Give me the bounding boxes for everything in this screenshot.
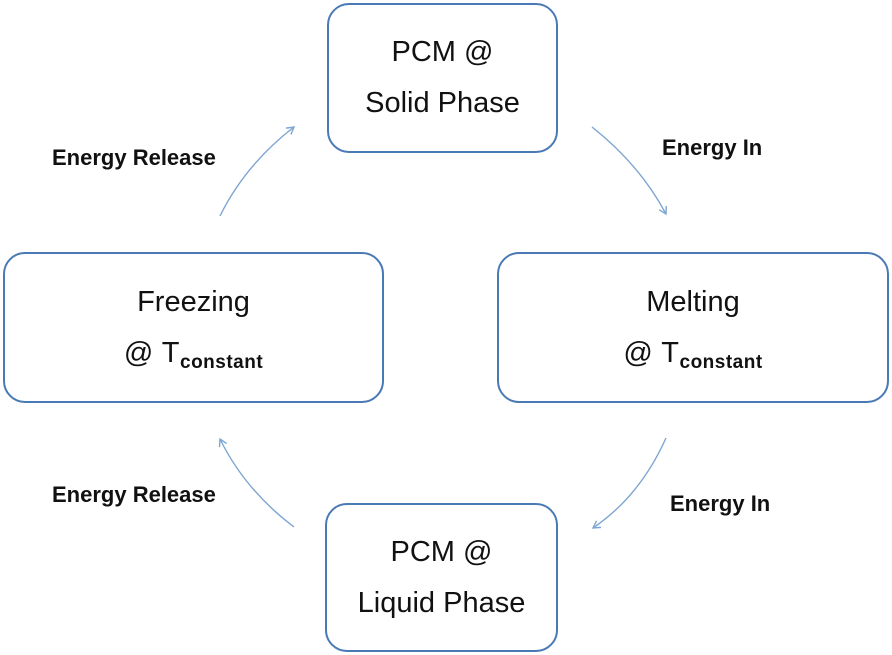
node-liquid-line2: Liquid Phase — [357, 586, 526, 619]
node-solid-line2: Solid Phase — [365, 87, 520, 119]
node-freeze-temp-subscript: constant — [180, 351, 264, 373]
node-freezing: Freezing @ Tconstant — [3, 252, 384, 403]
label-energy-in-top: Energy In — [662, 135, 763, 160]
node-freeze-temperature: @ Tconstant — [123, 336, 263, 372]
node-melt-temperature: @ Tconstant — [623, 336, 762, 372]
label-energy-release-top: Energy Release — [52, 145, 216, 170]
node-melt-line1: Melting — [646, 285, 740, 318]
node-melting: Melting @ Tconstant — [497, 252, 889, 403]
node-melt-temp-prefix: @ T — [623, 336, 680, 369]
node-pcm-solid-phase: PCM @ Solid Phase — [327, 3, 558, 153]
arrow-liquid-to-freezing — [218, 437, 295, 528]
arrow-freezing-to-solid — [219, 126, 296, 217]
label-energy-release-bottom: Energy Release — [52, 482, 216, 507]
node-freeze-temp-prefix: @ T — [123, 336, 180, 369]
arrow-melting-to-liquid — [591, 437, 667, 529]
label-energy-in-bottom: Energy In — [670, 491, 771, 516]
arrow-solid-to-melting — [591, 126, 667, 216]
node-liquid-line1: PCM @ — [390, 535, 493, 568]
node-solid-line1: PCM @ — [391, 36, 494, 68]
node-freeze-line1: Freezing — [137, 285, 250, 318]
node-melt-temp-subscript: constant — [679, 351, 763, 373]
node-pcm-liquid-phase: PCM @ Liquid Phase — [325, 503, 558, 652]
